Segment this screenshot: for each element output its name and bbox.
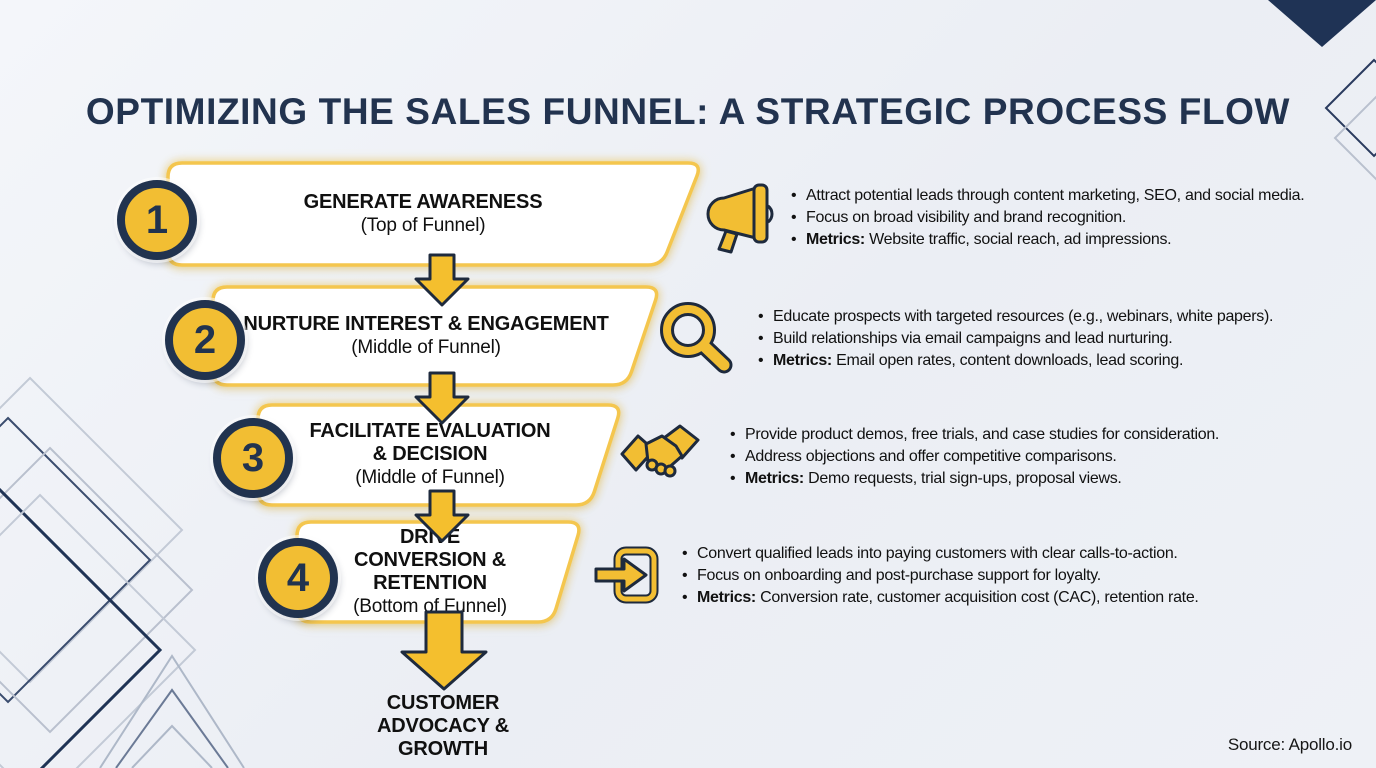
step-subtitle: (Top of Funnel) [360, 214, 486, 236]
bullet-item: Build relationships via email campaigns … [757, 328, 1353, 350]
bullet-item-metrics: Metrics: Conversion rate, customer acqui… [681, 587, 1321, 609]
step-subtitle: (Middle of Funnel) [351, 336, 501, 358]
down-arrow-icon [414, 253, 470, 307]
step-2-number-badge: 2 [165, 300, 245, 380]
step-3-number-badge: 3 [213, 418, 293, 498]
bullet-item: Educate prospects with targeted resource… [757, 306, 1353, 328]
page-title: OPTIMIZING THE SALES FUNNEL: A STRATEGIC… [85, 90, 1291, 132]
bullet-item-metrics: Metrics: Demo requests, trial sign-ups, … [729, 468, 1329, 490]
megaphone-icon [706, 183, 774, 254]
funnel-box-3 [256, 403, 621, 507]
bullet-item: Focus on broad visibility and brand reco… [790, 207, 1372, 229]
bullet-item: Address objections and offer competitive… [729, 446, 1329, 468]
source-attribution: Source: Apollo.io [1227, 735, 1352, 754]
big-down-arrow-icon [400, 610, 488, 691]
advocacy-label: CUSTOMER ADVOCACY & GROWTH [376, 692, 510, 760]
funnel-box-4 [295, 520, 581, 624]
step-1-box: GENERATE AWARENESS (Top of Funnel) [180, 163, 666, 265]
step-1-bullets: Attract potential leads through content … [790, 185, 1372, 251]
bullet-item-metrics: Metrics: Email open rates, content downl… [757, 350, 1353, 372]
funnel-box-2 [211, 285, 659, 387]
step-title: NURTURE INTEREST & ENGAGEMENT [243, 312, 609, 335]
step-3-box: FACILITATE EVALUATION & DECISION (Middle… [270, 405, 590, 505]
magnifier-icon [660, 302, 733, 374]
bullet-item: Focus on onboarding and post-purchase su… [681, 565, 1321, 587]
step-subtitle: (Bottom of Funnel) [353, 595, 507, 617]
step-number: 4 [286, 555, 310, 600]
step-2-bullets: Educate prospects with targeted resource… [757, 306, 1353, 372]
step-4-number-badge: 4 [258, 538, 338, 618]
login-arrow-icon [594, 546, 659, 604]
handshake-icon [620, 424, 700, 478]
down-arrow-icon [414, 489, 470, 543]
bullet-item: Attract potential leads through content … [790, 185, 1372, 207]
bullet-item: Provide product demos, free trials, and … [729, 424, 1329, 446]
step-4-box: DRIVE CONVERSION & RETENTION (Bottom of … [307, 522, 553, 622]
step-number: 2 [193, 317, 217, 362]
step-title: GENERATE AWARENESS [303, 190, 543, 213]
step-subtitle: (Middle of Funnel) [355, 467, 505, 488]
step-number: 1 [145, 197, 169, 242]
step-2-box: NURTURE INTEREST & ENGAGEMENT (Middle of… [225, 287, 627, 385]
bullet-item: Convert qualified leads into paying cust… [681, 543, 1321, 565]
down-arrow-icon [414, 371, 470, 425]
step-title: FACILITATE EVALUATION & DECISION [309, 420, 551, 465]
step-1-number-badge: 1 [117, 180, 197, 260]
step-3-bullets: Provide product demos, free trials, and … [729, 424, 1329, 490]
funnel-box-1 [166, 161, 700, 267]
step-4-bullets: Convert qualified leads into paying cust… [681, 543, 1321, 609]
corner-triangle [1268, 0, 1376, 47]
bullet-item-metrics: Metrics: Website traffic, social reach, … [790, 229, 1372, 251]
step-number: 3 [241, 435, 265, 480]
step-title: DRIVE CONVERSION & RETENTION [353, 525, 507, 594]
